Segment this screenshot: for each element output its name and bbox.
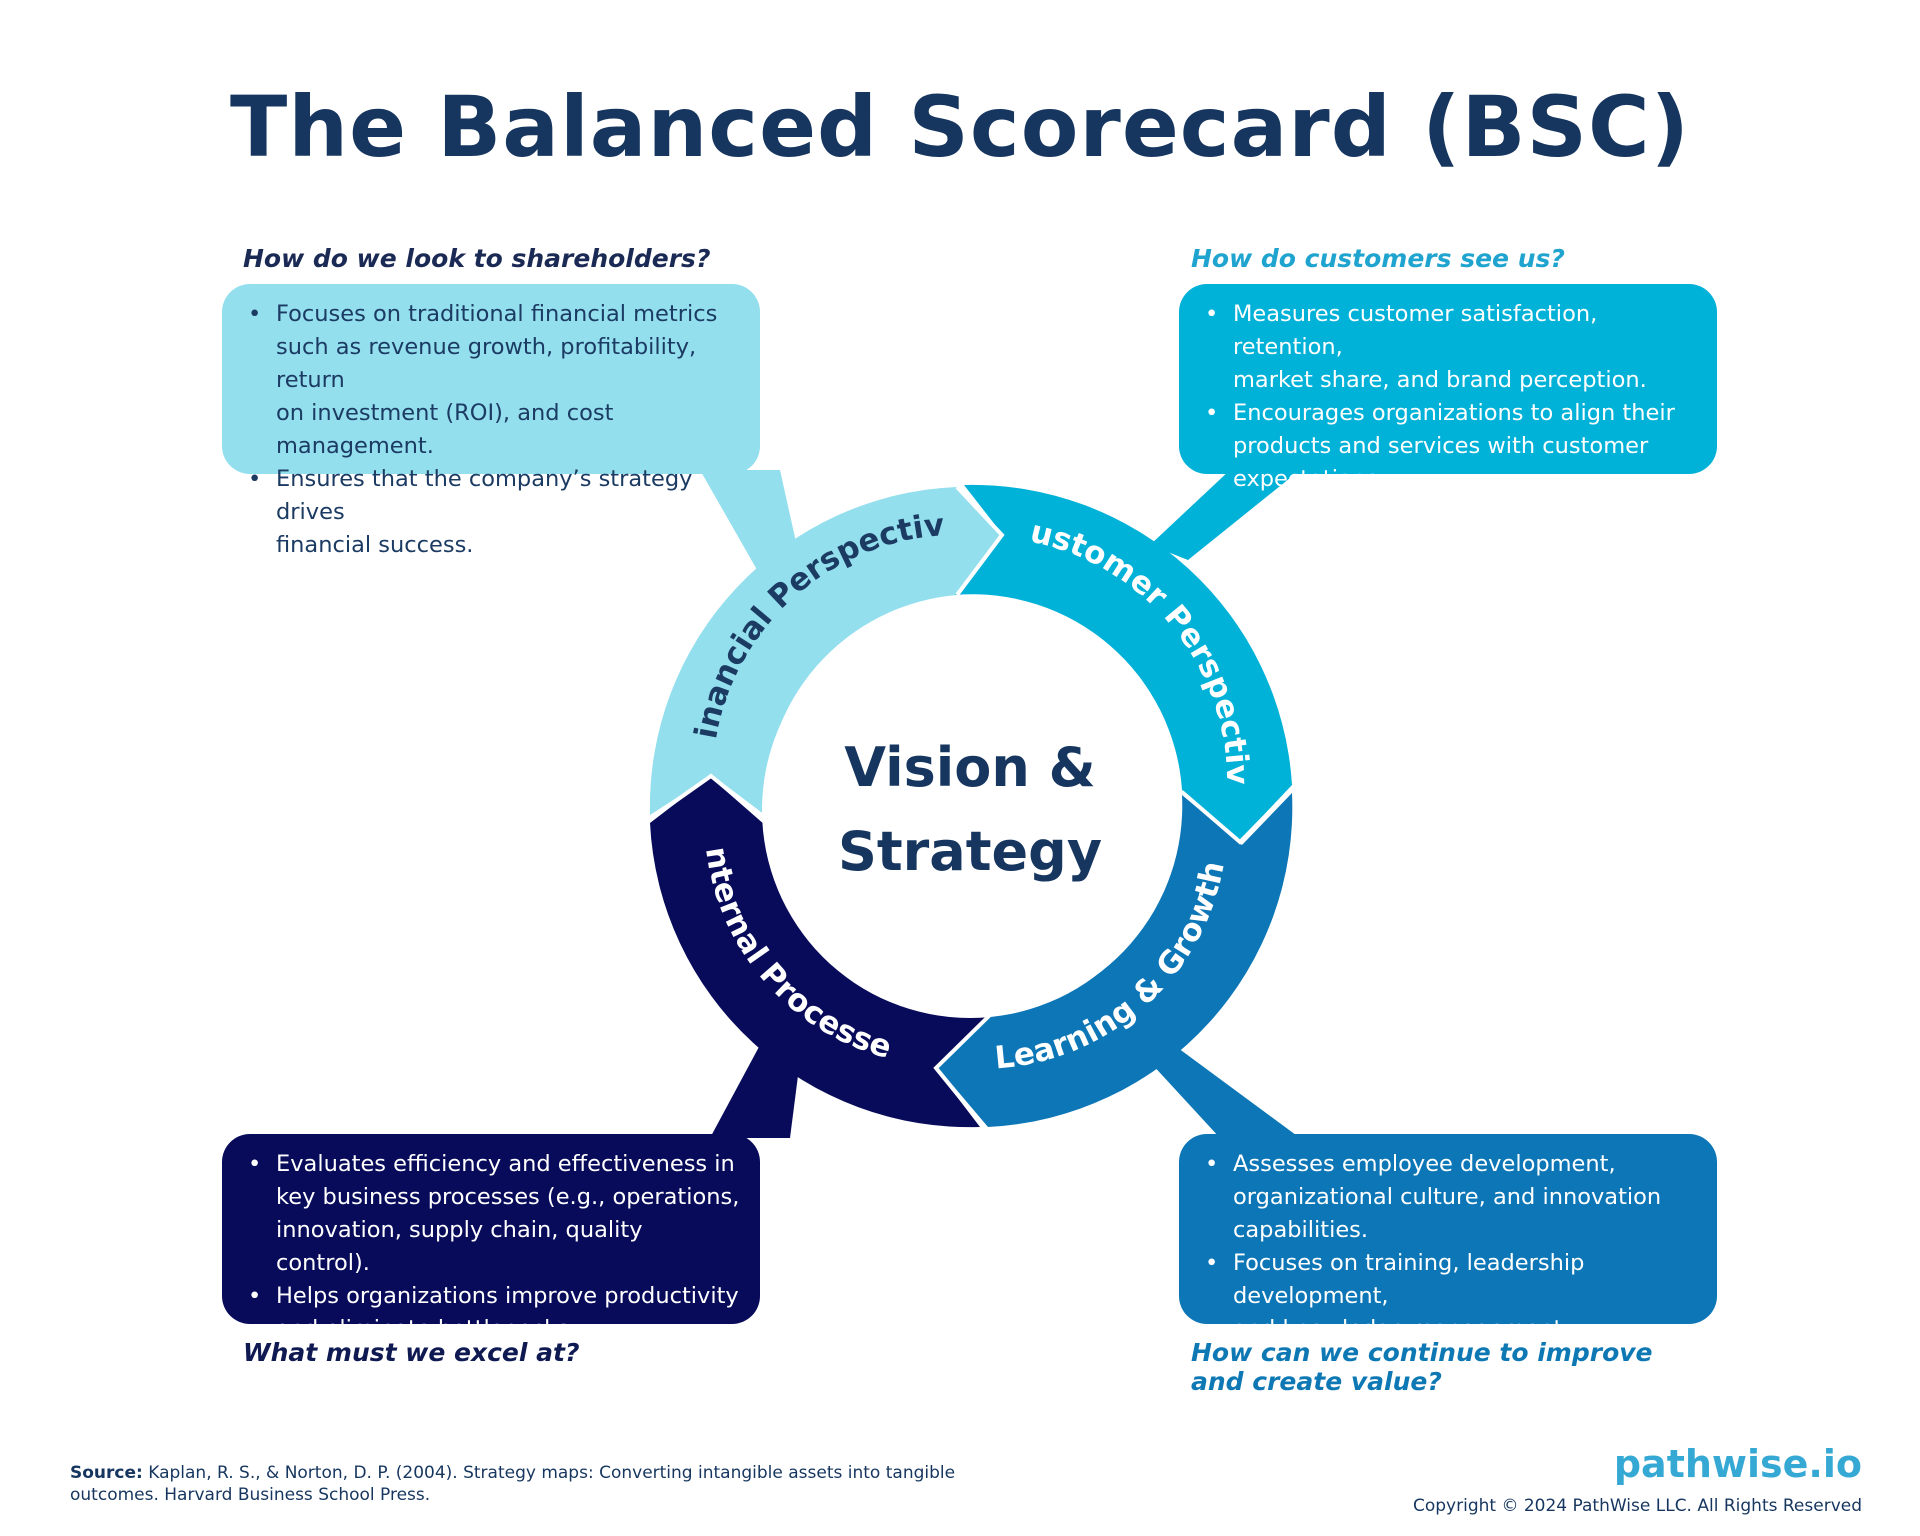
- internal-callout-tail: [710, 1045, 800, 1138]
- financial-callout: Focuses on traditional financial metrics…: [222, 284, 760, 558]
- bullet-line: Measures customer satisfaction, retentio…: [1233, 301, 1598, 360]
- learning-question: How can we continue to improve and creat…: [1191, 1338, 1653, 1396]
- customer-segment: [955, 484, 1292, 840]
- bullet-line: Encourages organizations to align their: [1233, 400, 1675, 426]
- center-title-line2: Strategy: [838, 820, 1102, 883]
- source-label: Source:: [70, 1463, 143, 1483]
- bullet-line: Helps organizations improve productivity: [276, 1283, 739, 1309]
- bullet-line: products and services with customer: [1233, 433, 1649, 459]
- customer-question: How do customers see us?: [1191, 244, 1565, 273]
- learning-segment: [938, 793, 1293, 1127]
- bullet-item: Helps organizations improve productivity…: [248, 1280, 742, 1346]
- bullet-item: Focuses on training, leadership developm…: [1205, 1247, 1699, 1346]
- bullet-item: Ensures that the company’s strategy driv…: [248, 463, 742, 562]
- bullet-line: financial success.: [276, 532, 474, 558]
- bullet-line: expectations.: [1233, 466, 1385, 492]
- bullet-line: Ensures that the company’s strategy driv…: [276, 466, 693, 525]
- bullet-line: Assesses employee development,: [1233, 1151, 1616, 1177]
- center-title-line1: Vision &: [844, 736, 1095, 799]
- bullet-item: Measures customer satisfaction, retentio…: [1205, 298, 1699, 397]
- bullet-line: such as revenue growth, profitability, r…: [276, 334, 697, 393]
- bullet-line: and knowledge management.: [1233, 1316, 1570, 1342]
- source-citation: Source: Kaplan, R. S., & Norton, D. P. (…: [70, 1462, 970, 1506]
- bullet-item: Focuses on traditional financial metrics…: [248, 298, 742, 463]
- copyright-text: Copyright © 2024 PathWise LLC. All Right…: [1412, 1496, 1862, 1516]
- brand-logo: pathwise.io: [1613, 1442, 1862, 1486]
- bullet-line: innovation, supply chain, quality contro…: [276, 1217, 643, 1276]
- page-title: The Balanced Scorecard (BSC): [229, 78, 1691, 176]
- bullet-item: Assesses employee development, organizati…: [1205, 1148, 1699, 1247]
- bullet-line: on investment (ROI), and cost management…: [276, 400, 614, 459]
- bullet-item: Evaluates efficiency and effectiveness i…: [248, 1148, 742, 1280]
- bullet-line: Evaluates efficiency and effectiveness i…: [276, 1151, 735, 1177]
- learning-bullets: Assesses employee development, organizati…: [1197, 1148, 1699, 1346]
- bullet-line: Focuses on traditional financial metrics: [276, 301, 718, 327]
- bullet-line: market share, and brand perception.: [1233, 367, 1647, 393]
- learning-callout: Assesses employee development, organizati…: [1179, 1134, 1717, 1342]
- bullet-line: Focuses on training, leadership developm…: [1233, 1250, 1585, 1309]
- financial-segment: [649, 487, 1002, 815]
- financial-question: How do we look to shareholders?: [243, 244, 711, 273]
- customer-callout: Measures customer satisfaction, retentio…: [1179, 284, 1717, 492]
- bullet-line: key business processes (e.g., operations…: [276, 1184, 740, 1210]
- internal-callout: Evaluates efficiency and effectiveness i…: [222, 1134, 760, 1342]
- bullet-line: organizational culture, and innovation: [1233, 1184, 1662, 1210]
- center-circle: [762, 602, 1178, 1018]
- internal-bullets: Evaluates efficiency and effectiveness i…: [240, 1148, 742, 1346]
- bullet-line: capabilities.: [1233, 1217, 1369, 1243]
- learning-callout-tail: [1150, 1048, 1300, 1138]
- source-text: Kaplan, R. S., & Norton, D. P. (2004). S…: [70, 1463, 956, 1505]
- customer-bullets: Measures customer satisfaction, retentio…: [1197, 298, 1699, 496]
- segment-separators: [648, 485, 1294, 1129]
- bullet-line: and eliminate bottlenecks.: [276, 1316, 577, 1342]
- financial-bullets: Focuses on traditional financial metrics…: [240, 298, 742, 562]
- bullet-item: Encourages organizations to align their p…: [1205, 397, 1699, 496]
